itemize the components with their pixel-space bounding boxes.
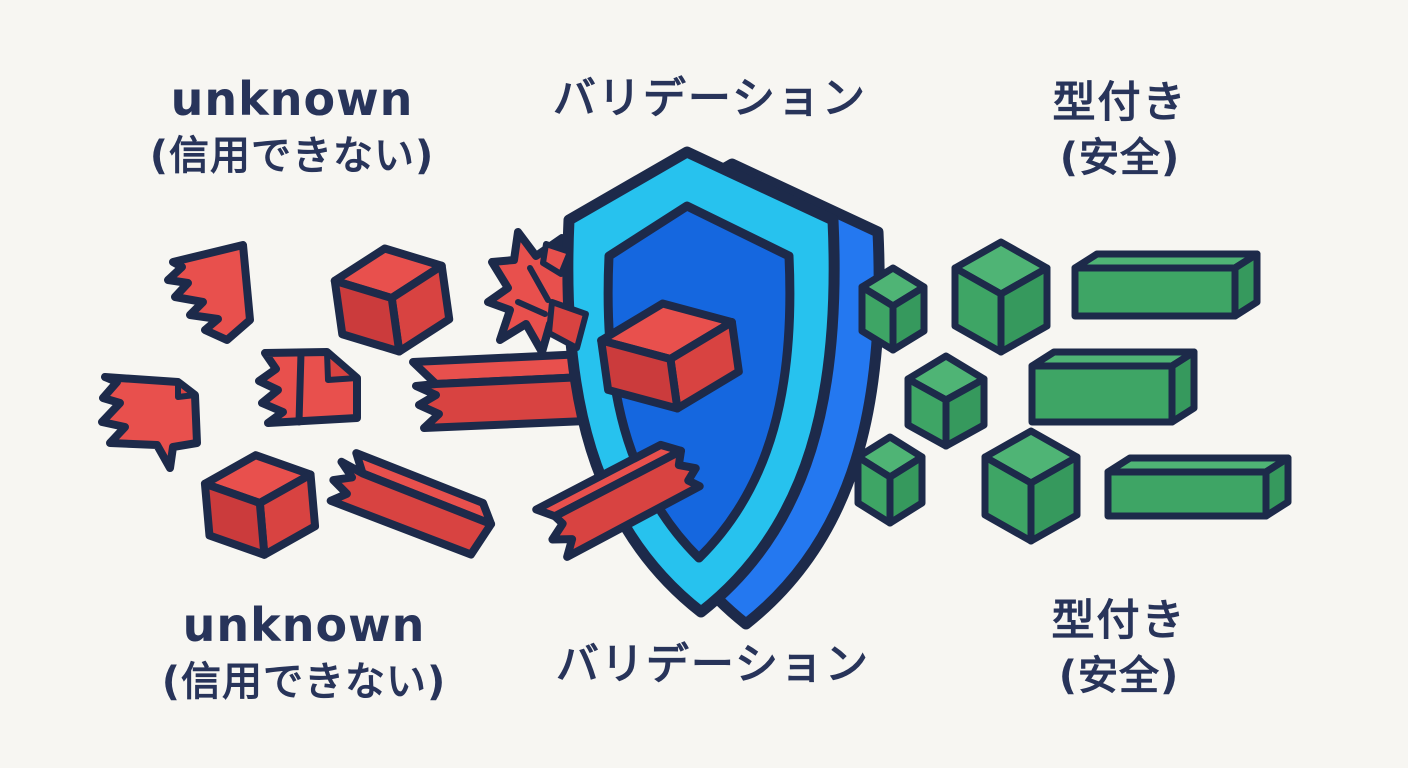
label-top-right-line2: (安全) xyxy=(1059,134,1181,181)
label-top-left-line2: (信用できない) xyxy=(149,132,435,179)
label-bottom-center: バリデーション xyxy=(513,638,913,694)
label-top-left-line1: unknown xyxy=(170,72,414,126)
label-bottom-right-line2: (安全) xyxy=(1058,652,1180,699)
red-cube-icon xyxy=(330,244,454,356)
label-bottom-left: unknown (信用できない) xyxy=(98,596,510,708)
label-top-right-line1: 型付き xyxy=(1052,78,1188,128)
torn-bar-icon xyxy=(532,440,704,561)
label-top-left: unknown (信用できない) xyxy=(88,70,496,182)
green-box-icon xyxy=(1028,348,1198,426)
label-bottom-left-line1: unknown xyxy=(182,598,426,652)
green-cube-icon xyxy=(951,238,1051,356)
torn-scrap-icon xyxy=(164,241,254,344)
label-top-right: 型付き (安全) xyxy=(965,76,1275,184)
green-cube-icon xyxy=(981,427,1081,545)
torn-banner-icon xyxy=(98,373,201,472)
red-cube-icon xyxy=(200,451,320,559)
green-cube-icon xyxy=(858,264,928,354)
label-bottom-right: 型付き (安全) xyxy=(963,594,1275,702)
green-box-icon xyxy=(1071,250,1261,320)
label-bottom-center-line1: バリデーション xyxy=(555,640,871,690)
red-cube-icon xyxy=(597,299,743,413)
label-top-center-line1: バリデーション xyxy=(552,74,868,124)
label-top-center: バリデーション xyxy=(510,72,910,128)
green-box-icon xyxy=(1104,454,1292,520)
green-cube-icon xyxy=(904,352,988,450)
label-bottom-right-line1: 型付き xyxy=(1051,596,1187,646)
torn-document-icon xyxy=(255,348,361,427)
torn-bar-icon xyxy=(326,449,496,559)
green-cube-icon xyxy=(854,433,926,527)
label-bottom-left-line2: (信用できない) xyxy=(161,658,447,705)
shield-impact-fragments xyxy=(540,241,589,351)
